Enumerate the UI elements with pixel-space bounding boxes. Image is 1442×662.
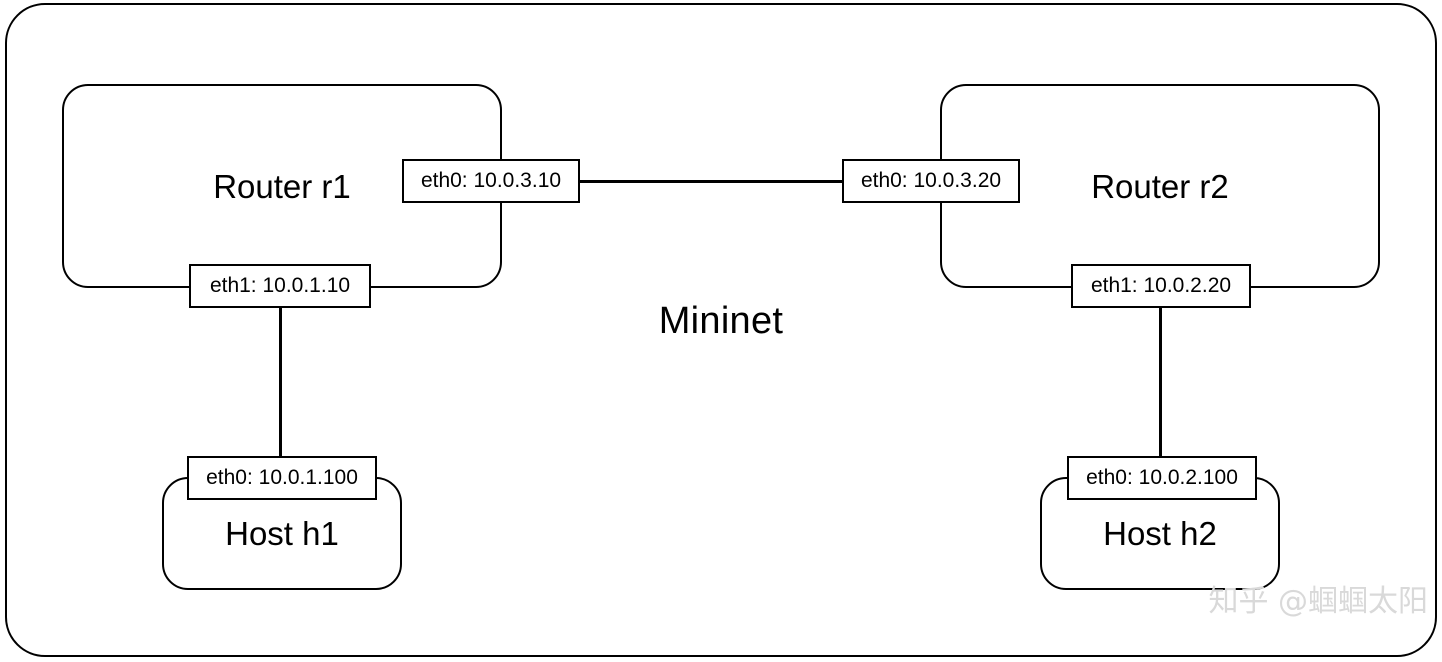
link-r1-h1 bbox=[279, 300, 282, 464]
mininet-title: Mininet bbox=[658, 300, 784, 342]
router-r1-label: Router r1 bbox=[213, 168, 351, 205]
host-h2-label: Host h2 bbox=[1103, 515, 1217, 552]
link-r1-r2 bbox=[576, 180, 844, 183]
host-h1-label: Host h1 bbox=[225, 515, 339, 552]
iface-h2-eth0: eth0: 10.0.2.100 bbox=[1067, 456, 1257, 500]
iface-r2-eth1: eth1: 10.0.2.20 bbox=[1071, 264, 1251, 308]
router-r2-label: Router r2 bbox=[1091, 168, 1229, 205]
iface-r2-eth0: eth0: 10.0.3.20 bbox=[842, 159, 1020, 203]
iface-h1-eth0: eth0: 10.0.1.100 bbox=[187, 456, 377, 500]
iface-r1-eth0: eth0: 10.0.3.10 bbox=[402, 159, 580, 203]
watermark-text: 知乎 @蝈蝈太阳 bbox=[1208, 584, 1428, 619]
link-r2-h2 bbox=[1159, 300, 1162, 464]
mininet-boundary bbox=[5, 3, 1437, 657]
iface-r1-eth1: eth1: 10.0.1.10 bbox=[189, 264, 371, 308]
